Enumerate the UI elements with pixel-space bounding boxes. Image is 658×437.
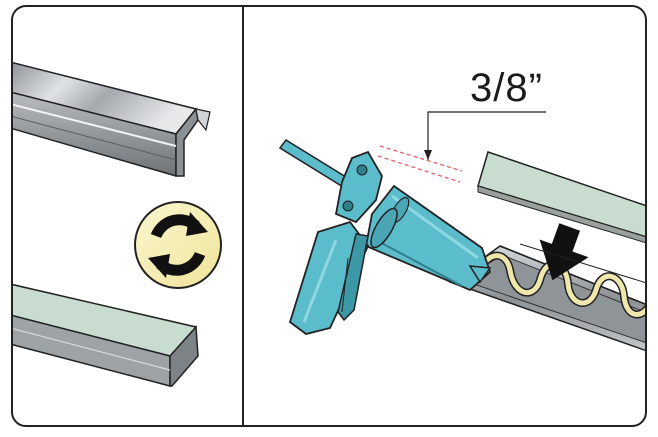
green-strip-piece [13,283,199,387]
measurement-label: 3/8” [470,66,543,110]
metal-channel-piece [13,61,211,177]
caulk-gun-icon [278,139,492,335]
down-arrow-icon [539,223,589,281]
right-panel [278,111,645,354]
measurement-guide [377,111,546,183]
green-strip-placement [477,151,645,245]
swap-rotate-icon [134,201,222,289]
